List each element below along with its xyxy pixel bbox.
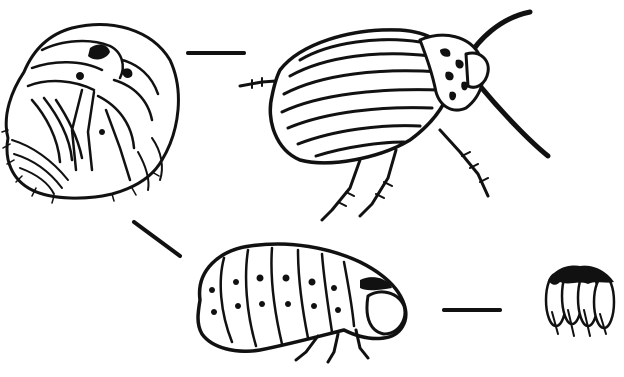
pupa-illustration <box>2 25 178 203</box>
larva-illustration <box>198 244 406 362</box>
adult-beetle-illustration <box>240 12 548 220</box>
connector-pupa-larva <box>134 222 180 256</box>
eggs-illustration <box>546 266 614 336</box>
